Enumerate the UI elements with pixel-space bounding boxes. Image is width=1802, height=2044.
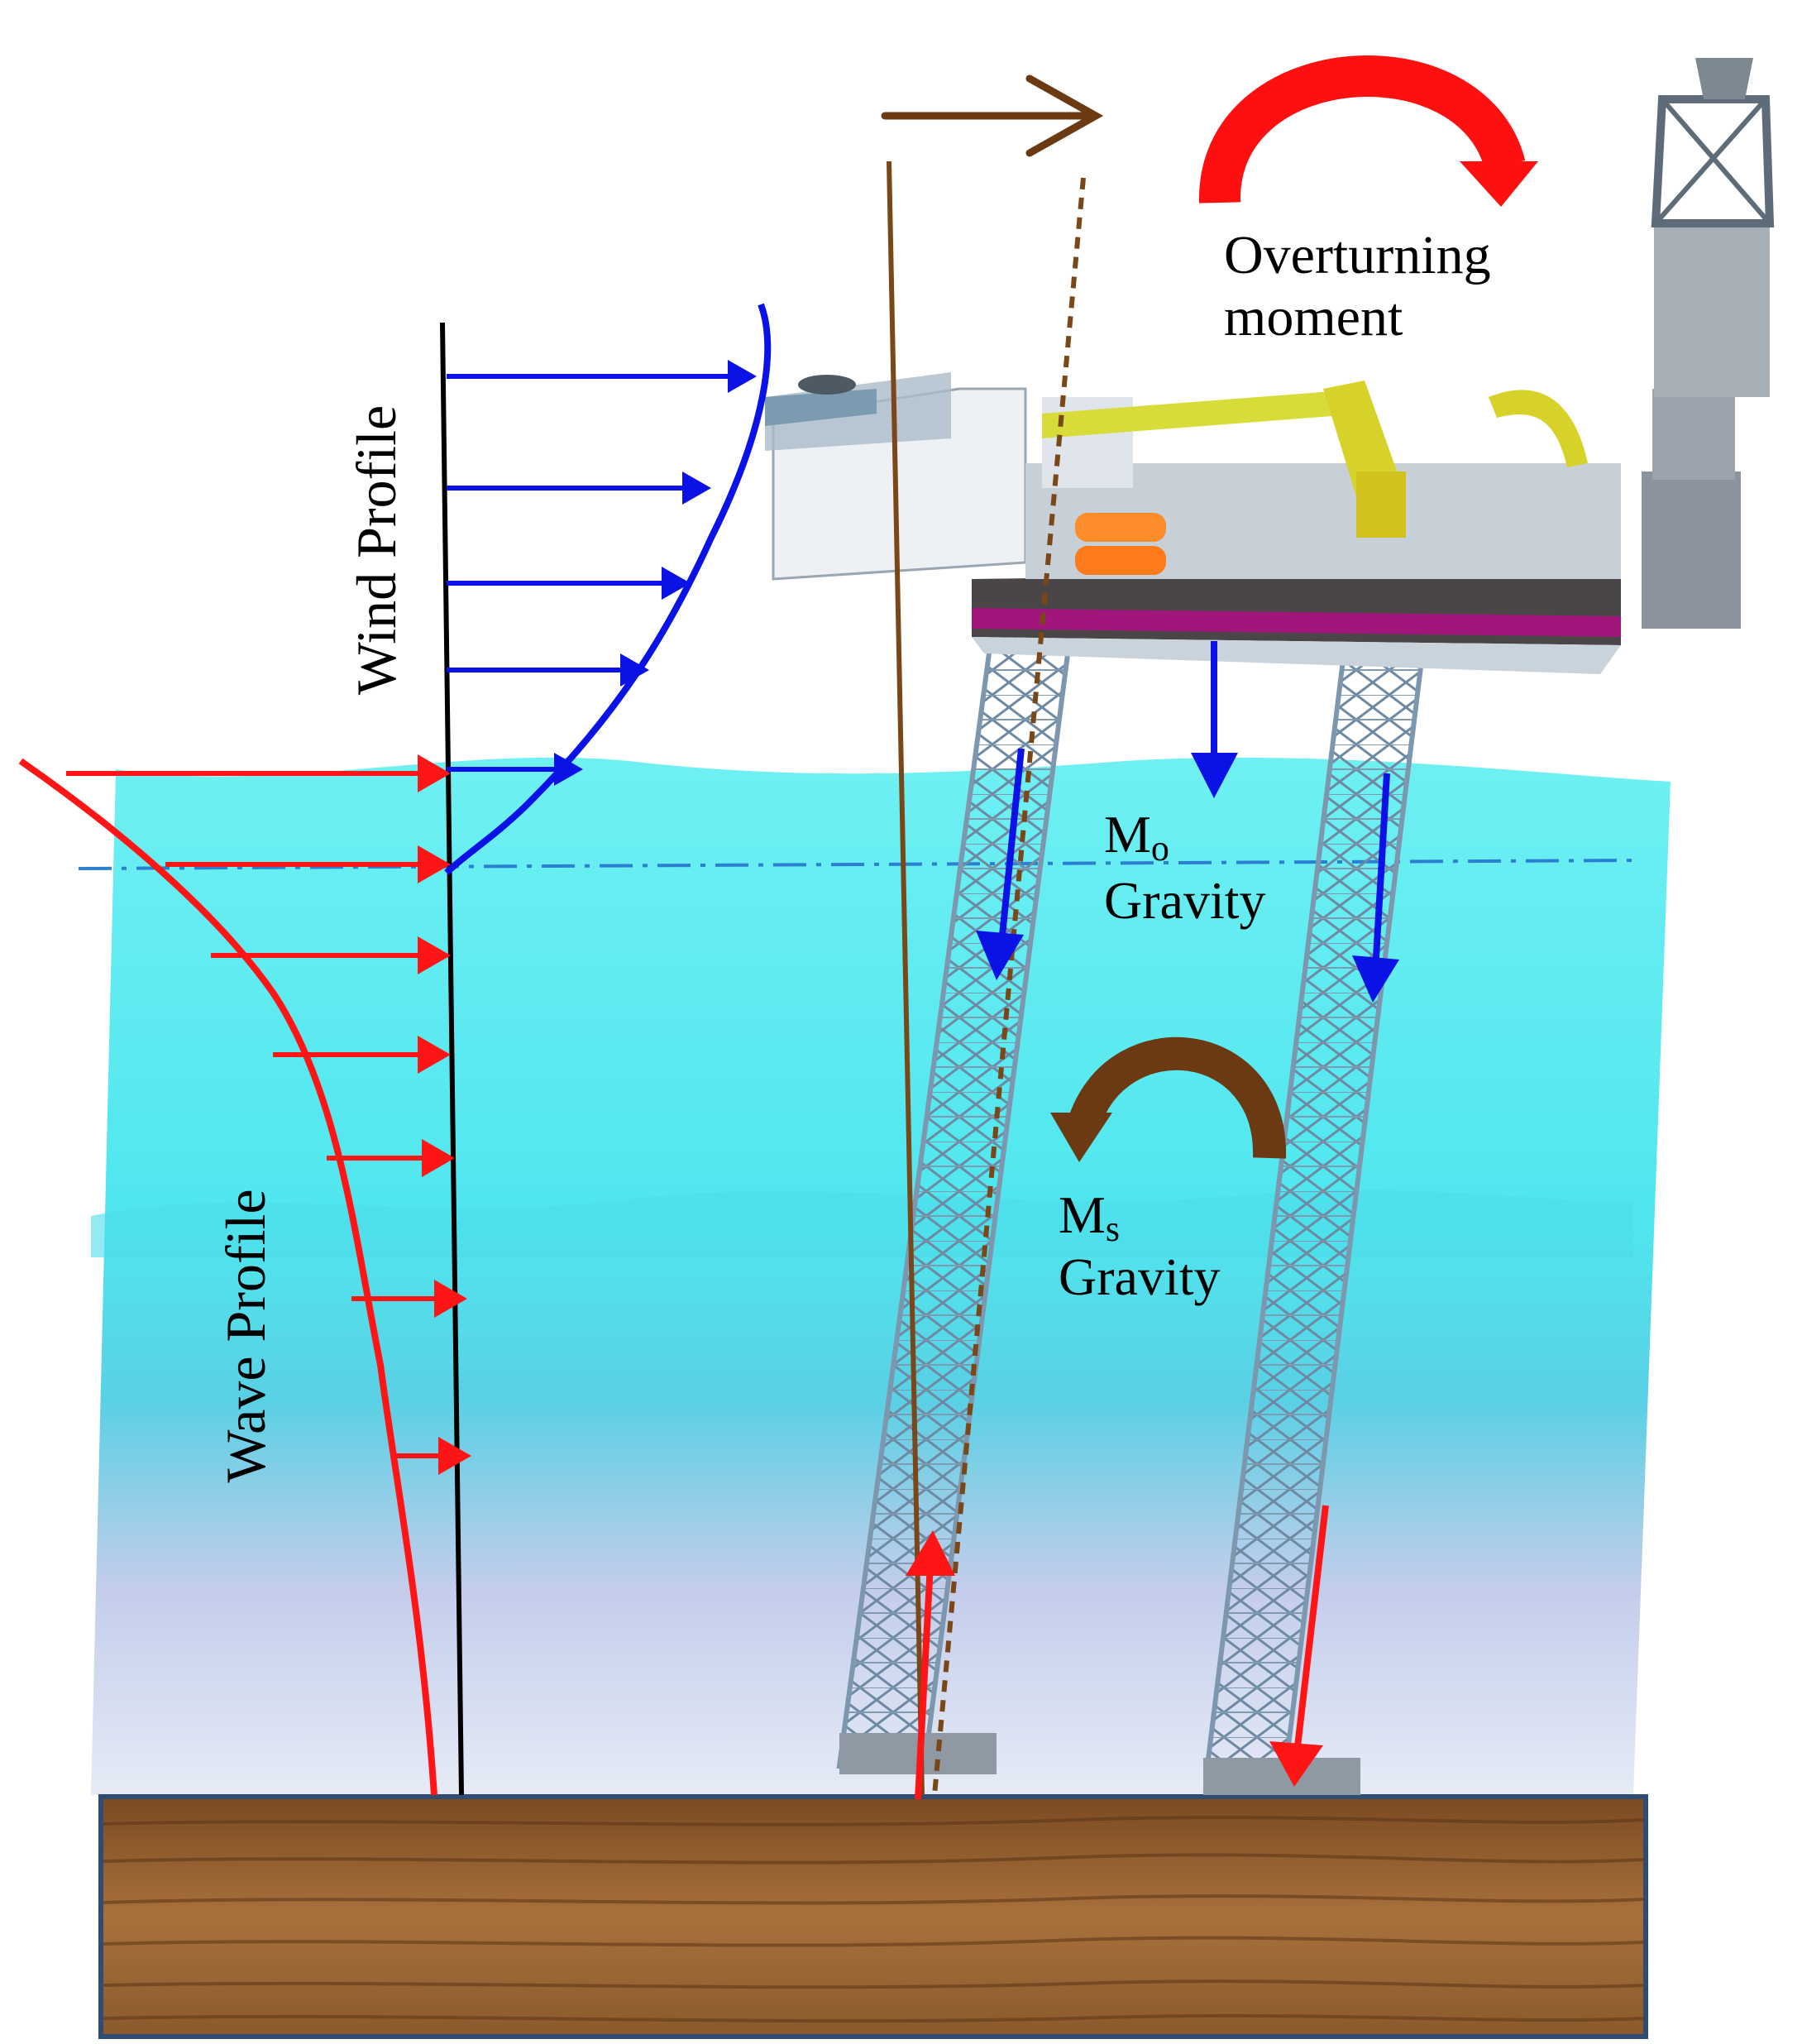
seabed-reaction-arrowheads bbox=[906, 1530, 1323, 1787]
derrick bbox=[1642, 58, 1775, 629]
vertical-reference-line bbox=[887, 160, 925, 1796]
gravity-arrow-left-leg bbox=[997, 748, 1025, 952]
overturning-label-line2: moment bbox=[1224, 287, 1403, 347]
gravity-arrow-right-leg bbox=[1372, 773, 1390, 973]
reaction-arrow-down bbox=[1293, 1505, 1329, 1754]
seabed bbox=[98, 1794, 1648, 2039]
wave-profile-curve bbox=[18, 758, 437, 1796]
wave-profile-label: Wave Profile bbox=[214, 1189, 277, 1482]
wind-arrows bbox=[447, 371, 755, 774]
wave-arrowheads bbox=[418, 754, 471, 1475]
wind-profile-curve bbox=[444, 303, 772, 875]
displacement-arrow bbox=[881, 74, 1104, 157]
wind-profile-label: Wind Profile bbox=[345, 405, 408, 695]
ms-gravity-label: Gravity bbox=[1059, 1247, 1221, 1306]
ms-label: Ms bbox=[1059, 1185, 1120, 1249]
mo-gravity-label: Gravity bbox=[1104, 871, 1266, 930]
wave-arrows bbox=[66, 771, 442, 1458]
stabilizing-moment-arrow bbox=[1050, 1036, 1287, 1162]
seabed-reactions bbox=[915, 1505, 1329, 1800]
reaction-arrow-up bbox=[915, 1563, 934, 1800]
gravity-arrowheads bbox=[976, 753, 1399, 1003]
helideck bbox=[765, 375, 877, 426]
mo-subscript: o bbox=[1151, 828, 1169, 869]
sea-wave-band bbox=[91, 1190, 1633, 1257]
ms-symbol: M bbox=[1059, 1185, 1106, 1244]
mo-label: Mo bbox=[1104, 805, 1169, 869]
ms-subscript: s bbox=[1106, 1209, 1120, 1249]
gravity-arrows bbox=[997, 641, 1390, 973]
wind-arrowheads bbox=[554, 360, 757, 786]
seabed-strata bbox=[103, 1816, 1645, 2023]
tilted-axis-line bbox=[932, 177, 1086, 1796]
reference-vertical-line bbox=[440, 322, 464, 1796]
mo-symbol: M bbox=[1104, 805, 1151, 864]
overturning-moment-arrow bbox=[1198, 55, 1538, 207]
overturning-label-line1: Overturning bbox=[1224, 225, 1491, 285]
